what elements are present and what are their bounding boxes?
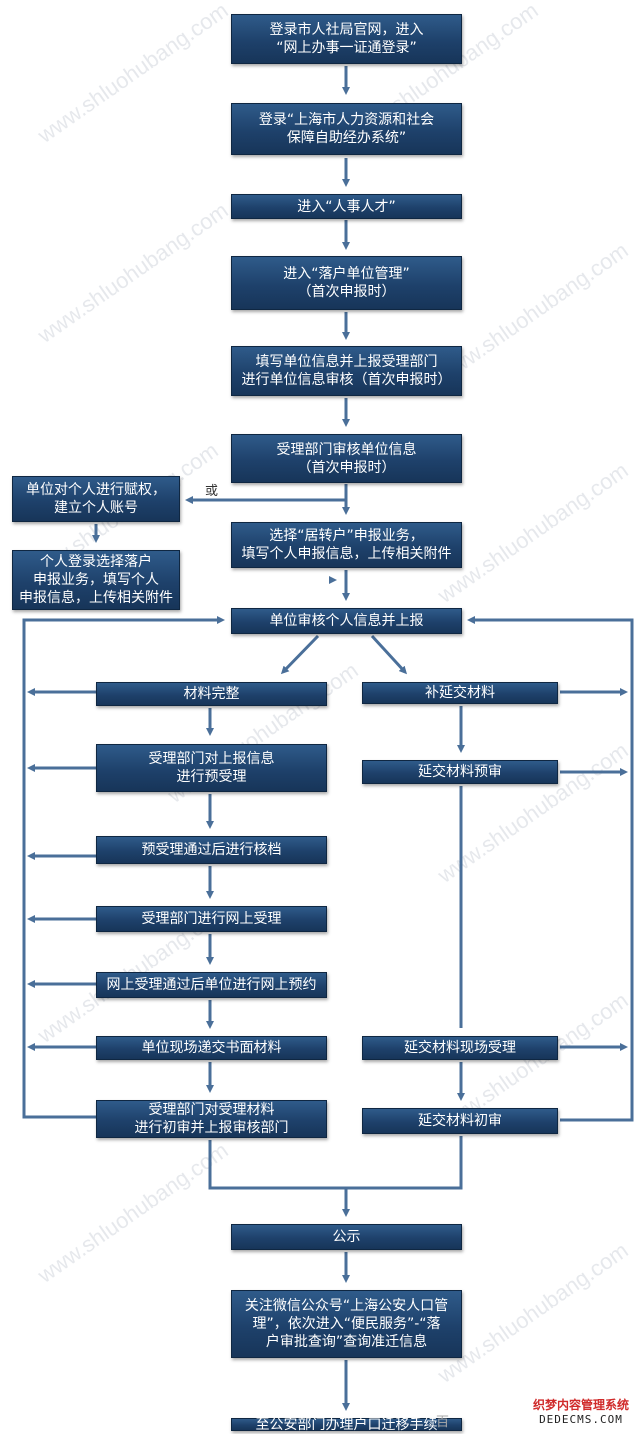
step-household-migration: 至公安部门办理户口迁移手续	[231, 1417, 462, 1433]
step-submit-paper-materials: 单位现场递交书面材料	[96, 1036, 327, 1060]
step-enter-personnel: 进入“人事人才”	[231, 194, 462, 219]
step-enter-settlement-unit-management: 进入“落户单位管理” （首次申报时）	[231, 256, 462, 310]
step-materials-complete: 材料完整	[96, 682, 327, 706]
logo-line2: DEDECMS.COM	[539, 1413, 623, 1426]
dedecms-logo: 织梦内容管理系统 DEDECMS.COM	[522, 1397, 640, 1431]
step-individual-login-apply: 个人登录选择落户 申报业务，填写个人 申报信息，上传相关附件	[12, 550, 180, 610]
step-review-unit-info: 受理部门审核单位信息 （首次申报时）	[231, 434, 462, 483]
or-label: 或	[205, 484, 219, 499]
step-supplement-materials: 补延交材料	[362, 682, 558, 704]
step-online-appointment: 网上受理通过后单位进行网上预约	[96, 972, 327, 998]
step-pre-acceptance: 受理部门对上报信息 进行预受理	[96, 744, 327, 792]
step-login-website: 登录市人社局官网，进入 “网上办事一证通登录”	[231, 14, 462, 64]
logo-line1: 织梦内容管理系统	[532, 1398, 629, 1412]
step-publicity: 公示	[231, 1224, 462, 1250]
step-deferred-onsite-acceptance: 延交材料现场受理	[362, 1036, 558, 1060]
step-fill-unit-info: 填写单位信息并上报受理部门 进行单位信息审核（首次申报时）	[231, 346, 462, 396]
step-deferred-pre-review: 延交材料预审	[362, 760, 558, 784]
step-unit-authorize-individual: 单位对个人进行赋权， 建立个人账号	[12, 476, 180, 522]
step-unit-review-individual: 单位审核个人信息并上报	[231, 608, 462, 634]
step-online-acceptance: 受理部门进行网上受理	[96, 906, 327, 932]
step-login-self-service-system: 登录“上海市人力资源和社会 保障自助经办系统”	[231, 103, 462, 155]
step-initial-review-report: 受理部门对受理材料 进行初审并上报审核部门	[96, 1100, 327, 1138]
step-select-residence-transfer: 选择“居转户”申报业务， 填写个人申报信息，上传相关附件	[231, 522, 462, 568]
step-follow-wechat: 关注微信公众号“上海公安人口管 理”，依次进入“便民服务”-“落 户审批查询”查…	[231, 1290, 462, 1358]
step-deferred-initial-review: 延交材料初审	[362, 1108, 558, 1134]
baidu-mark: 百	[436, 1415, 450, 1430]
step-check-archive: 预受理通过后进行核档	[96, 836, 327, 864]
